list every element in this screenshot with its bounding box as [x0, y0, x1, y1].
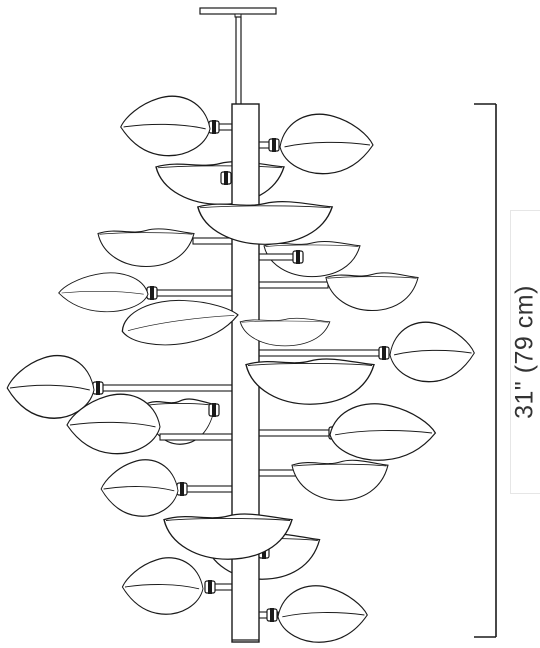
dimension-label-box [510, 210, 540, 494]
canopy [199, 7, 277, 18]
height-dimension-bracket [474, 103, 497, 638]
downrod [235, 16, 242, 106]
height-dimension-label: 31" (79 cm) [510, 285, 539, 419]
